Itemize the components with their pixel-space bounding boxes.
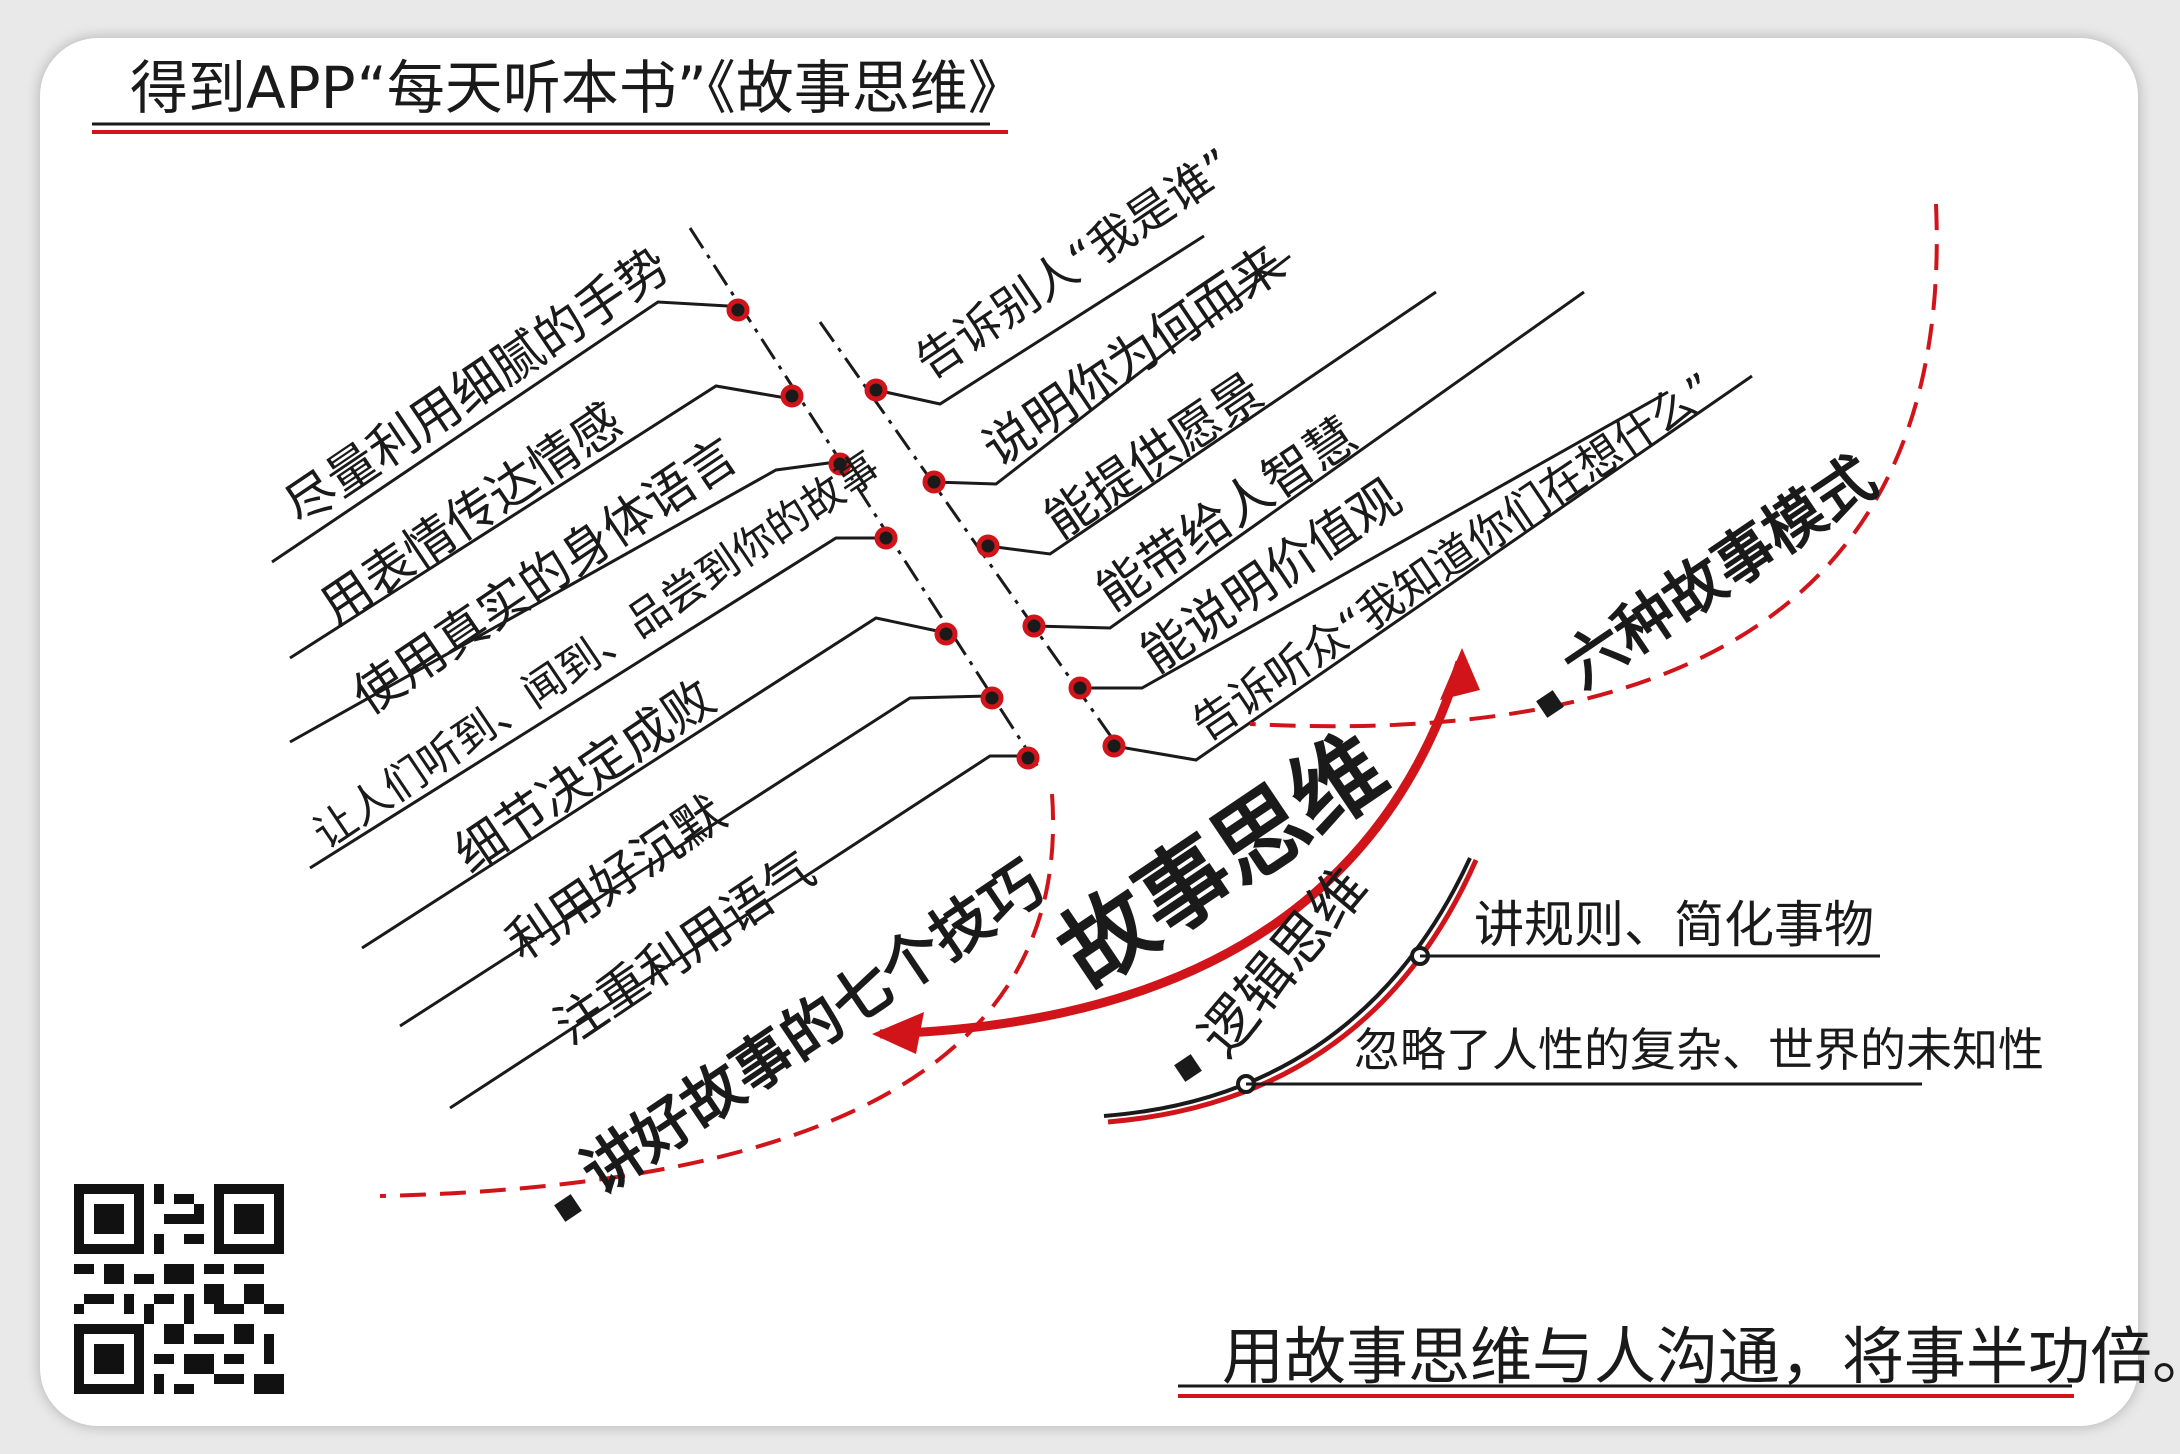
- logic-item-1: 讲规则、简化事物: [1474, 896, 1874, 954]
- bullet-square-icon: [1174, 1054, 1202, 1082]
- bullet-square-icon: [554, 1194, 582, 1222]
- skill-node: [726, 298, 750, 322]
- logic-curve-red: [1107, 858, 1479, 1125]
- pattern-branch-line: [875, 234, 1205, 406]
- bullet-square-icon: [1536, 690, 1564, 718]
- pattern-branch-line: [1113, 374, 1753, 762]
- skill-branch-line: [271, 300, 729, 564]
- skill-branch-line: [361, 616, 943, 950]
- skill-branch-line: [309, 536, 883, 870]
- pattern-node: [1022, 614, 1046, 638]
- skills-arc: [379, 793, 1056, 1198]
- patterns-spine: [818, 321, 1114, 739]
- skill-branch-line: [449, 754, 1026, 1110]
- page-title: 得到APP“每天听本书”《故事思维》: [130, 54, 1026, 122]
- pattern-branch-line: [1080, 390, 1669, 690]
- skill-node: [980, 686, 1004, 710]
- skill-node: [1016, 746, 1040, 770]
- pattern-node: [922, 470, 946, 494]
- poster-card: [40, 38, 2138, 1426]
- pattern-branch-line: [1033, 290, 1585, 630]
- pattern-node: [1068, 676, 1092, 700]
- skill-node: [874, 526, 898, 550]
- logic-item-2: 忽略了人性的复杂、世界的未知性: [1354, 1023, 2044, 1077]
- qr-code-icon: [74, 1184, 284, 1394]
- skill-node: [780, 384, 804, 408]
- skill-branch-line: [289, 384, 787, 660]
- logic-curve-black: [1103, 857, 1472, 1118]
- skill-branch-line: [399, 694, 989, 1028]
- pattern-node: [1102, 734, 1126, 758]
- pattern-node: [976, 534, 1000, 558]
- skill-branch-line: [289, 460, 837, 744]
- pattern-branch-line: [987, 290, 1437, 556]
- skill-node: [934, 622, 958, 646]
- arrowhead-up-icon: [1440, 648, 1480, 700]
- footer-slogan: 用故事思维与人沟通，将事半功倍。: [1222, 1320, 2180, 1393]
- pattern-branch-line: [933, 254, 1291, 486]
- pattern-node: [864, 378, 888, 402]
- skill-node: [828, 452, 852, 476]
- center-arrow: [879, 660, 1465, 1039]
- arrowhead-left-icon: [872, 1012, 924, 1054]
- skills-spine: [688, 227, 1042, 771]
